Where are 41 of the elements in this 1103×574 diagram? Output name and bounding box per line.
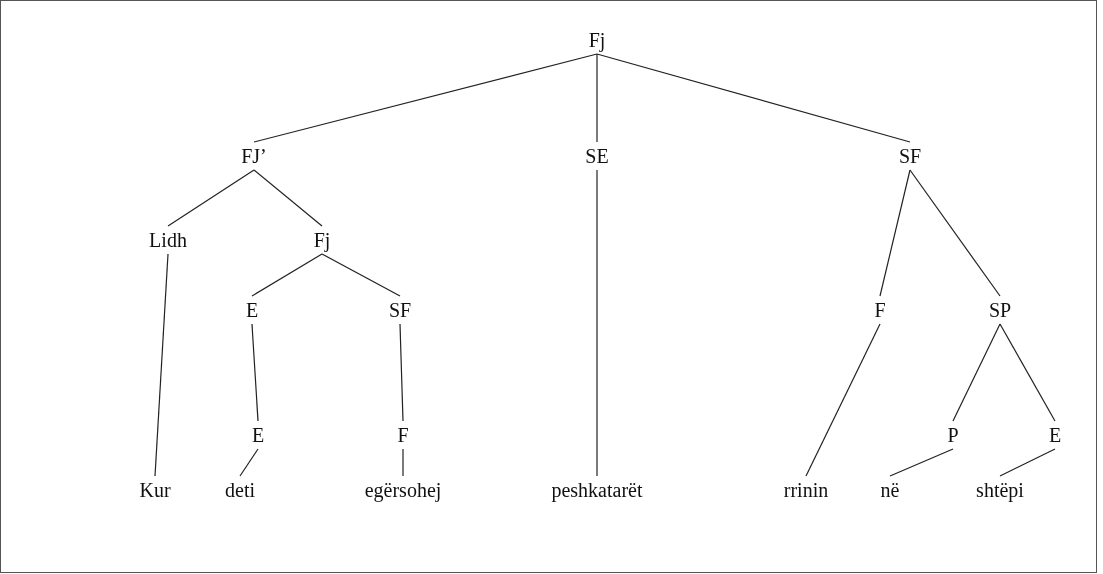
tree-label: P (945, 423, 961, 447)
tree-label: egërsohej (362, 478, 444, 502)
tree-branch (879, 169, 911, 297)
tree-label: Fj (586, 28, 608, 52)
tree-branch (167, 169, 255, 227)
tree-branch (239, 448, 259, 477)
tree-branch (253, 53, 598, 143)
tree-branch (999, 448, 1056, 477)
tree-branch (596, 169, 598, 477)
tree-label: SF (386, 298, 414, 322)
tree-label: E (249, 423, 267, 447)
tree-branch (596, 53, 911, 143)
tree-label: FJ’ (239, 144, 269, 168)
tree-branch (889, 448, 954, 477)
tree-label: SP (986, 298, 1014, 322)
tree-label: F (872, 298, 888, 322)
tree-label: peshkatarët (549, 478, 645, 502)
tree-label: F (395, 423, 411, 447)
tree-label: Kur (137, 478, 173, 502)
tree-branch (251, 253, 323, 297)
tree-branch (402, 448, 404, 477)
tree-branch (596, 53, 598, 143)
tree-branch (253, 169, 323, 227)
tree-label: në (878, 478, 902, 502)
tree-branch (952, 323, 1001, 422)
tree-label: rrinin (781, 478, 831, 502)
tree-label: E (1046, 423, 1064, 447)
tree-branch (251, 323, 259, 422)
tree-branch (909, 169, 1001, 297)
tree-branch (399, 323, 404, 422)
tree-label: SF (896, 144, 924, 168)
tree-label: Lidh (147, 228, 189, 252)
tree-branch (321, 253, 401, 297)
tree-branch (999, 323, 1056, 422)
tree-branch (805, 323, 881, 477)
tree-branch (154, 253, 169, 477)
tree-label: Fj (311, 228, 333, 252)
tree-label: SE (583, 144, 611, 168)
tree-label: shtëpi (974, 478, 1026, 502)
tree-label: deti (223, 478, 257, 502)
tree-label: E (243, 298, 261, 322)
